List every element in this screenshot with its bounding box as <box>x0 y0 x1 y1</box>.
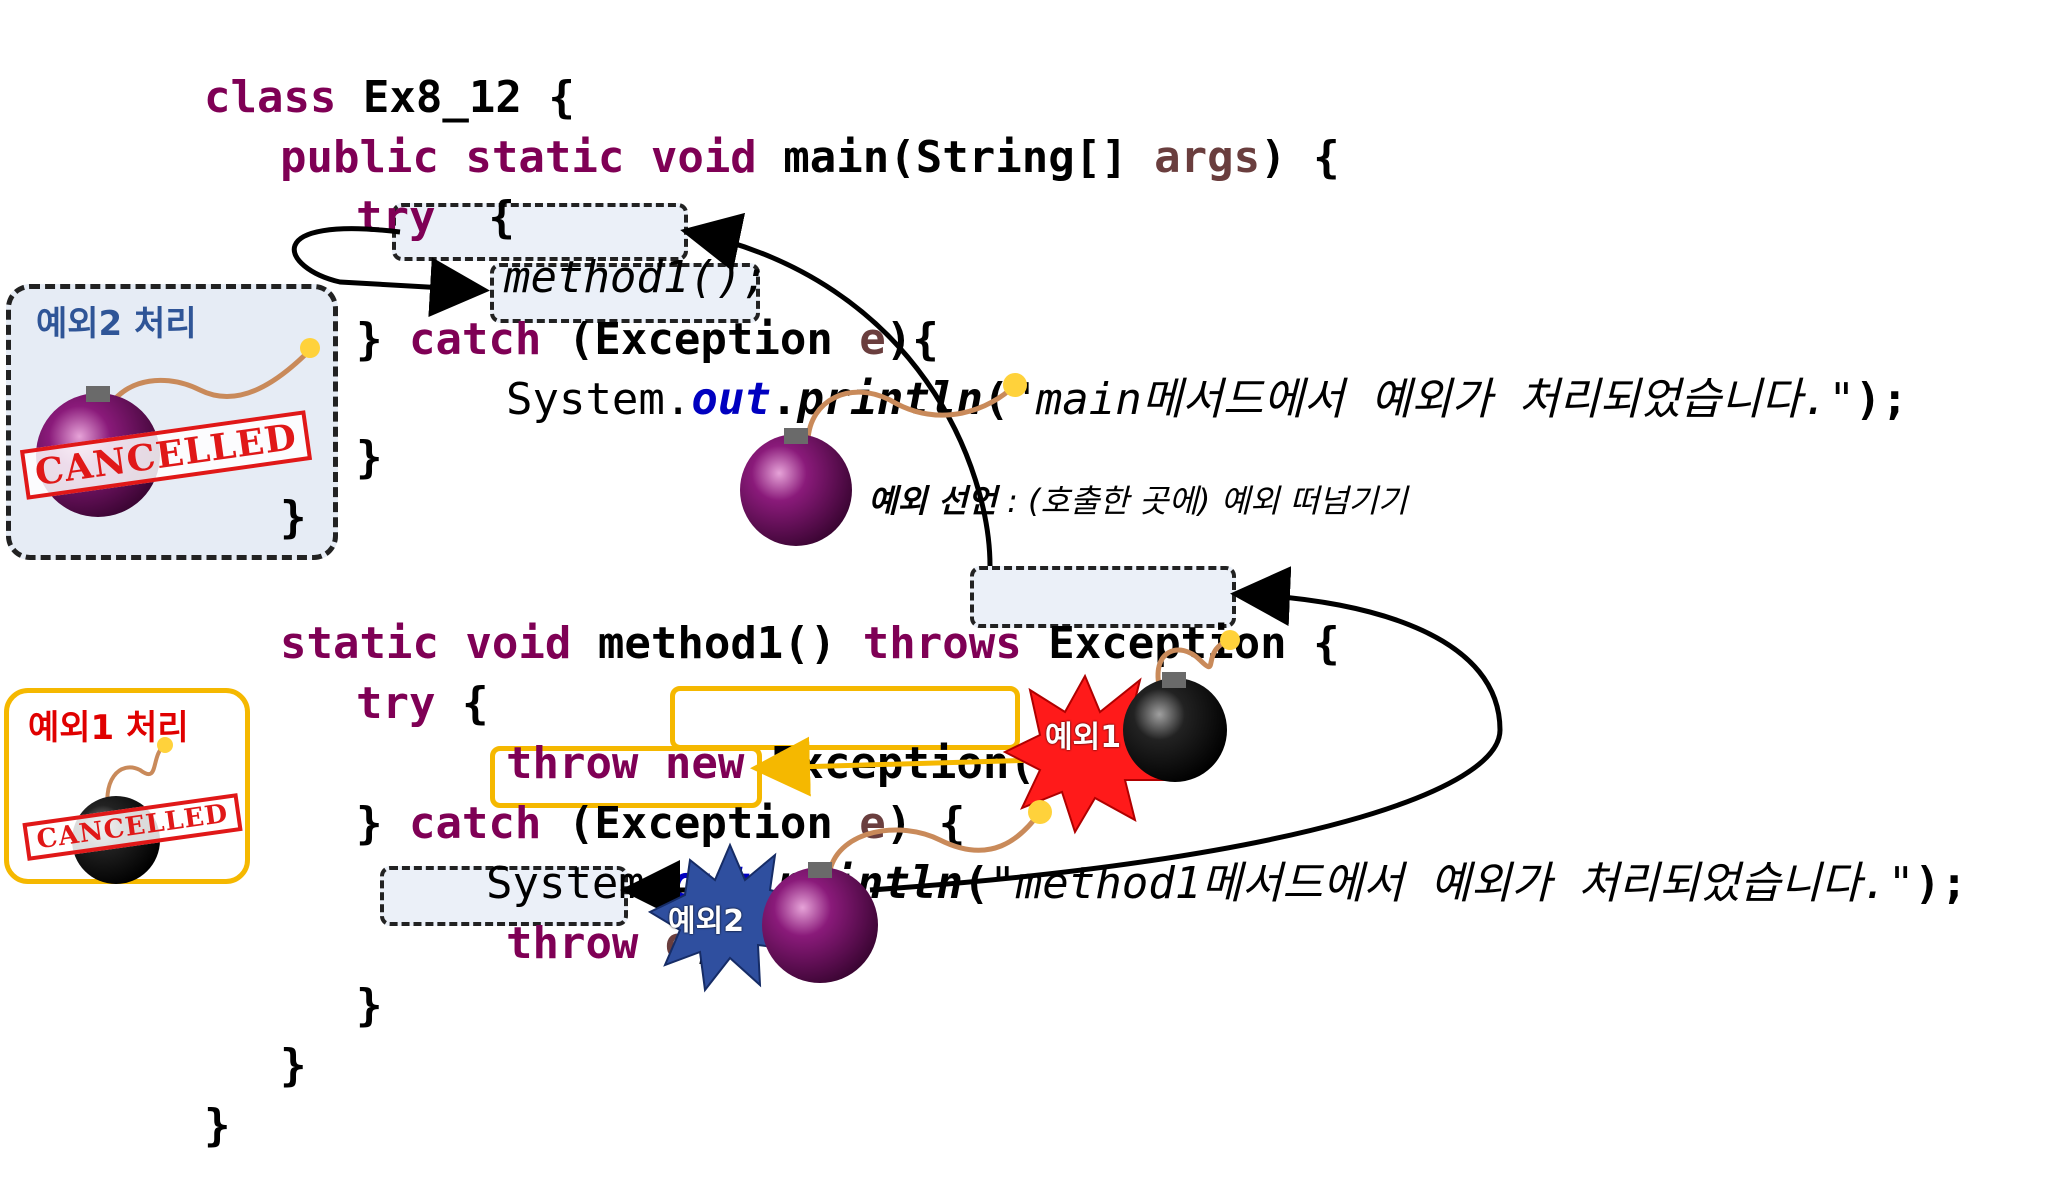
annotation-overlay <box>36 212 1503 993</box>
keyword: public static void <box>279 132 757 183</box>
code-line-brace-8: } <box>174 440 307 596</box>
keyword: catch <box>408 314 542 365</box>
code-text: ( <box>541 798 595 849</box>
diagram-stage: 예외2 처리 예외1 처리 class Ex8_12 { public stat… <box>4 20 1968 1151</box>
code-text: System. <box>505 374 692 425</box>
code-text: { <box>435 678 489 729</box>
declaration-arrow <box>680 212 993 567</box>
code-text: } <box>355 314 409 365</box>
code-line-brace-15: } <box>250 928 383 1084</box>
keyword: class <box>203 72 337 123</box>
code-text: ( <box>541 314 595 365</box>
code-text: main(String[] <box>756 132 1155 183</box>
declaration-title: 예외 선언 <box>868 482 997 520</box>
code-line-catch-main: } catch (Exception e){ <box>250 262 939 418</box>
code-text: ); <box>1854 374 1908 425</box>
exception2-handled-title: 예외2 처리 <box>36 304 197 344</box>
exception-type: Exception <box>1048 618 1287 669</box>
code-text: ) { <box>1260 132 1340 183</box>
code-line-try-main: try { <box>250 140 515 296</box>
field: out <box>691 374 771 425</box>
keyword: throw new <box>505 738 745 789</box>
code-line-try-method1: try { <box>250 626 488 782</box>
code-text: } <box>355 798 409 849</box>
code-line-brace-7: } <box>250 380 383 536</box>
string-literal: "main메서드에서 예외가 처리되었습니다." <box>1009 374 1855 425</box>
string-literal: "method1메서드에서 예외가 처리되었습니다." <box>989 858 1915 909</box>
catch-exception-highlight-main <box>490 263 760 323</box>
code-text: ); <box>1914 858 1968 909</box>
code-line-catch-method1: } catch (Exception e) { <box>250 746 965 902</box>
keyword: catch <box>408 798 542 849</box>
code-line-println-main: System.out.println("main메서드에서 예외가 처리되었습니… <box>400 322 1908 478</box>
bomb-icon-exception2 <box>647 800 1052 993</box>
exception1-label: 예외1 <box>1045 720 1122 755</box>
exception-declaration-label: 예외 선언 : (호출한 곳에) 예외 떠넘기기 <box>868 476 1407 522</box>
parameter: e <box>832 798 886 849</box>
throw-e-highlight <box>380 866 628 926</box>
code-text: Ex8_12 { <box>336 72 575 123</box>
keyword: try <box>355 192 436 243</box>
code-text: } <box>279 492 307 543</box>
code-text: } <box>279 1040 307 1091</box>
code-line-brace-16: } <box>174 988 307 1144</box>
keyword: static void <box>279 618 572 669</box>
code-text: { <box>1286 618 1340 669</box>
rethrow-loop-arrow <box>291 226 490 318</box>
code-line-class: class Ex8_12 { <box>98 20 575 176</box>
code-text: } <box>355 432 383 483</box>
keyword: throws <box>862 618 1022 669</box>
new-exception-highlight <box>670 686 1020 750</box>
bomb-icon-exception1 <box>1002 630 1240 835</box>
throws-exception-highlight <box>970 566 1236 628</box>
code-text: . <box>770 374 798 425</box>
code-text: method1() <box>571 618 863 669</box>
keyword: try <box>355 678 436 729</box>
exception2-label: 예외2 <box>668 904 745 939</box>
code-line-method1-decl: static void method1() throws Exception { <box>174 566 1340 722</box>
blue-burst <box>647 842 813 993</box>
keyword: throw <box>505 918 639 969</box>
declaration-description: : (호출한 곳에) 예외 떠넘기기 <box>996 482 1408 520</box>
parameter: args <box>1154 132 1261 183</box>
catch-exception1-arrow <box>750 736 1041 797</box>
bomb-icon-declaration <box>740 373 1027 546</box>
code-text: { <box>435 192 515 243</box>
exception-type: Exception <box>594 798 833 849</box>
code-line-main: public static void main(String[] args) { <box>174 80 1340 236</box>
exception-type: Exception <box>594 314 833 365</box>
throw-e-arrow <box>869 566 1503 893</box>
code-text: } <box>355 980 383 1031</box>
red-burst <box>1002 673 1178 835</box>
